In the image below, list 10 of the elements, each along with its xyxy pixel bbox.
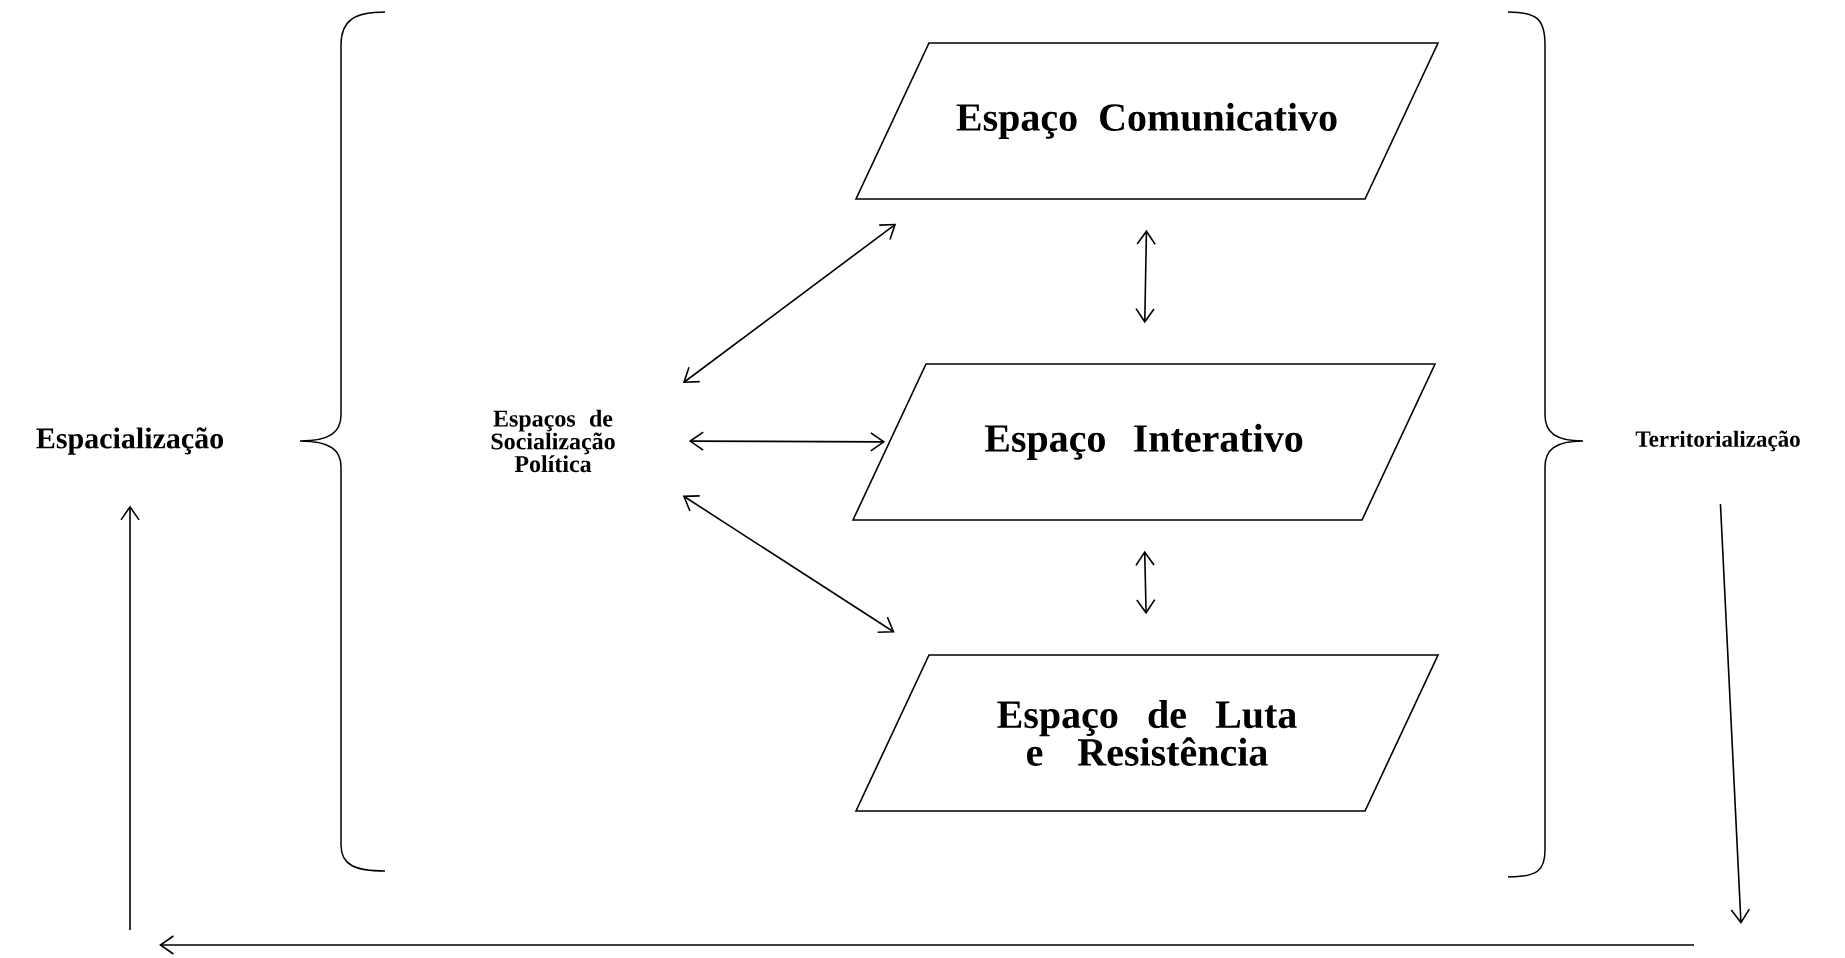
arrow bbox=[682, 223, 897, 384]
arrow bbox=[682, 495, 895, 633]
label-text: Espaços de Socialização Política bbox=[491, 409, 615, 473]
arrow bbox=[1135, 550, 1156, 615]
arrow bbox=[1719, 503, 1751, 924]
arrow bbox=[1135, 229, 1156, 324]
arrow bbox=[120, 505, 140, 931]
label-text: Territorialização bbox=[1635, 430, 1800, 452]
label-text: Espacialização bbox=[36, 427, 224, 455]
arrow bbox=[688, 431, 886, 452]
